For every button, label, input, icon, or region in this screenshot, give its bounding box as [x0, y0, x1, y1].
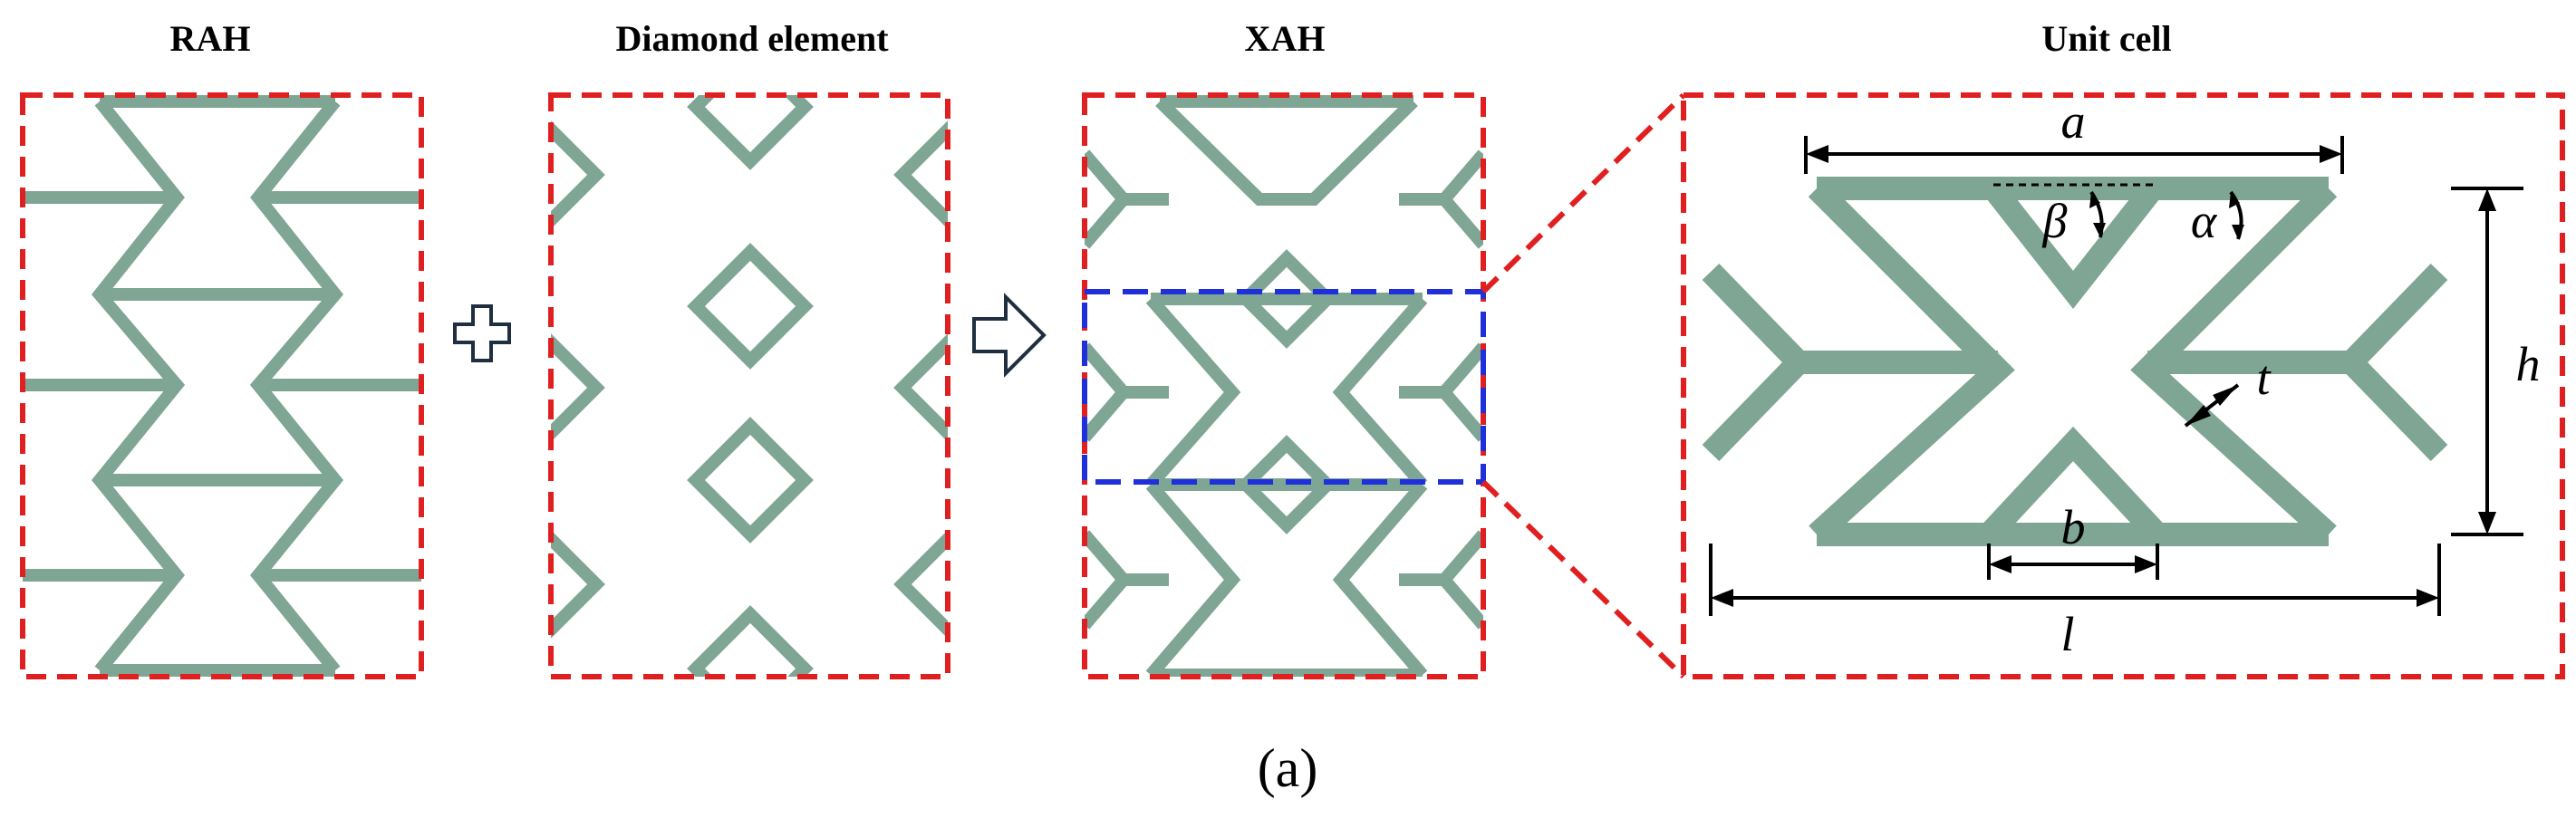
diamond-shape — [551, 120, 605, 229]
xah-side-y — [1085, 342, 1133, 442]
diamond-shape — [687, 243, 814, 370]
label-l: l — [2060, 607, 2074, 661]
label-beta: β — [2042, 194, 2068, 248]
xah-side-y — [1085, 149, 1133, 249]
zoom-connector-top — [1481, 92, 1686, 294]
angle-alpha-arc — [2229, 190, 2244, 240]
xah-side-y — [1085, 530, 1133, 630]
panel-title-xah: XAH — [1245, 18, 1326, 59]
dimension-l — [1709, 544, 2441, 616]
dimension-h — [2451, 187, 2523, 536]
panel-title-unit-cell: Unit cell — [2041, 18, 2171, 59]
unit-cell-inner-v-top — [1983, 180, 2163, 310]
xah-unit-cell-highlight — [1082, 289, 1486, 485]
xah-side-y — [1435, 149, 1483, 249]
unit-cell-side-y — [1702, 263, 1816, 462]
dimension-t — [2184, 383, 2240, 428]
unit-cell-geometry — [1702, 177, 2448, 546]
plus-icon — [453, 304, 511, 362]
xah-strut — [1332, 294, 1428, 489]
xah-lattice — [1085, 95, 1483, 677]
zoom-connector-bottom — [1481, 479, 1686, 679]
label-a: a — [2061, 94, 2086, 149]
dimension-a — [1804, 136, 2344, 174]
right-arrow-icon — [972, 293, 1047, 378]
figure-caption: (a) — [1258, 738, 1318, 798]
diamond-shape — [893, 120, 948, 229]
angle-beta-arc — [2089, 190, 2106, 238]
unit-cell-side-y — [2334, 263, 2448, 462]
panel-title-diamond: Diamond element — [615, 18, 889, 59]
xah-strut — [1145, 480, 1241, 677]
label-h: h — [2516, 337, 2541, 391]
label-alpha: α — [2191, 194, 2218, 248]
diamond-shape — [551, 530, 605, 639]
diamond-shape — [687, 95, 814, 170]
diamond-elements — [551, 95, 948, 677]
diamond-shape — [687, 605, 814, 677]
unit-cell-border — [1681, 92, 2565, 679]
label-b: b — [2061, 500, 2086, 554]
label-t: t — [2256, 351, 2272, 405]
xah-diamond — [1237, 435, 1336, 534]
xah-side-y — [1435, 342, 1483, 442]
xah-strut — [1155, 97, 1418, 206]
diamond-shape — [893, 530, 948, 639]
diamond-shape — [893, 333, 948, 442]
xah-side-y — [1435, 530, 1483, 630]
diamond-shape — [687, 417, 814, 544]
rah-lattice — [23, 95, 421, 677]
panel-title-rah: RAH — [170, 18, 251, 59]
xah-strut — [1332, 480, 1428, 677]
rah-border — [20, 92, 424, 679]
diamond-shape — [551, 333, 605, 442]
diamond-border — [548, 92, 950, 679]
dimension-b — [1987, 544, 2159, 580]
unit-cell-inner-v-bottom — [1980, 426, 2166, 543]
xah-diamond — [1237, 249, 1336, 349]
xah-strut — [1145, 294, 1241, 489]
